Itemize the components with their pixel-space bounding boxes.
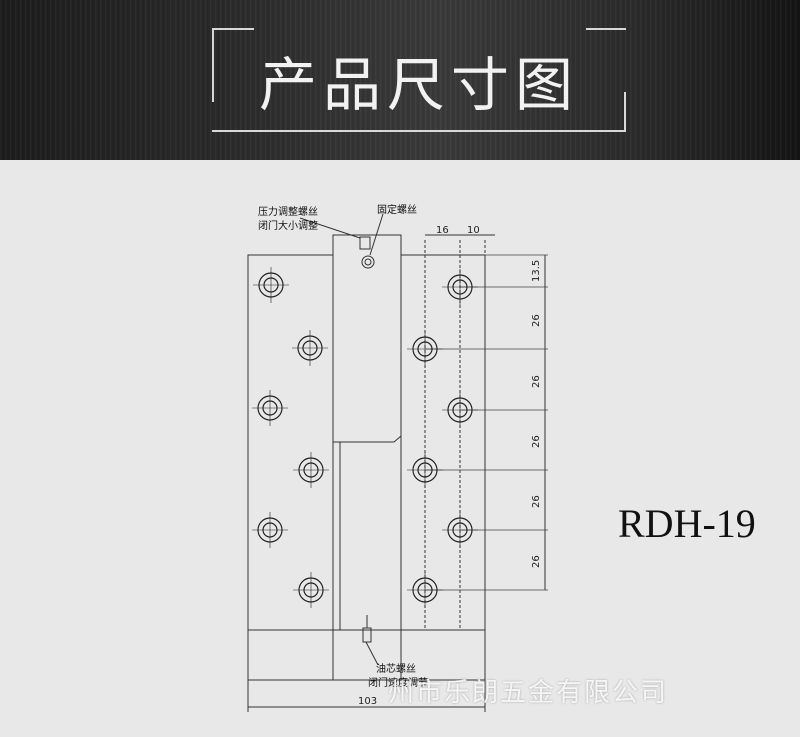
dim-26-d: 26 [531, 495, 542, 508]
hole [407, 452, 443, 488]
dim-26-c: 26 [531, 435, 542, 448]
label-pressure-adjust: 闭门大小调整 [258, 219, 318, 232]
header-texture [0, 0, 800, 160]
dim-16: 16 [436, 225, 449, 236]
hole [292, 330, 328, 366]
page-title: 产品尺寸图 [258, 51, 579, 119]
hole [293, 452, 329, 488]
hole [442, 269, 478, 305]
hole [407, 331, 443, 367]
label-fixing-screw: 固定螺丝 [377, 203, 417, 216]
barrel [332, 234, 402, 631]
hole [252, 512, 288, 548]
hole [252, 390, 288, 426]
hole [253, 267, 289, 303]
hole [442, 512, 478, 548]
drawing-area [0, 160, 800, 737]
dim-13-5: 13.5 [531, 260, 542, 282]
dim-103: 103 [358, 696, 377, 707]
dim-26-a: 26 [531, 314, 542, 327]
screw-holes [252, 267, 478, 608]
label-pressure-screw: 压力调整螺丝 [258, 205, 318, 218]
title-frame: 产品尺寸图 [212, 28, 626, 132]
watermark: 州市乐朗五金有限公司 [388, 678, 669, 708]
right-leaf [400, 254, 486, 631]
label-oil-core-screw: 油芯螺丝 [376, 662, 416, 675]
dim-26-e: 26 [531, 555, 542, 568]
model-number: RDH-19 [618, 501, 756, 546]
bottom-section [247, 629, 486, 681]
label-closing-speed: 闭门速度调节 [368, 676, 428, 689]
hole [293, 572, 329, 608]
dim-26-b: 26 [531, 375, 542, 388]
header-banner: 产品尺寸图 [0, 0, 800, 160]
dim-10: 10 [467, 225, 480, 236]
hole [407, 572, 443, 608]
hole [442, 392, 478, 428]
left-leaf [247, 254, 334, 631]
